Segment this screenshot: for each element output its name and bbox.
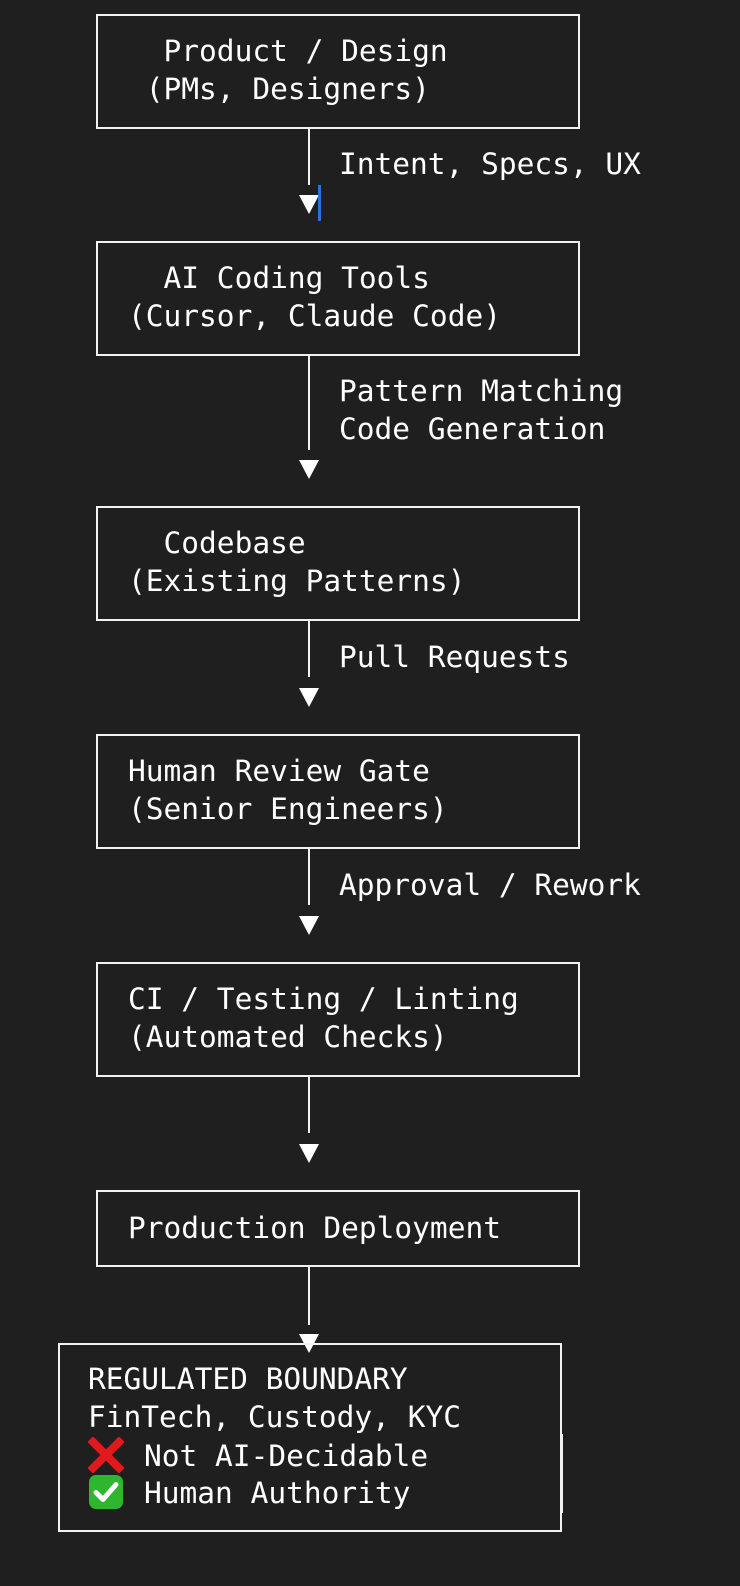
- node-production-deployment-line-1: Production Deployment: [128, 1211, 501, 1245]
- node-codebase-line-1: Codebase: [128, 526, 306, 560]
- edge-connector: [308, 129, 310, 185]
- box-border-artifact: [561, 1434, 563, 1513]
- regulated-boundary-title: REGULATED BOUNDARY: [88, 1362, 408, 1396]
- green-check-icon: [88, 1474, 124, 1510]
- text-cursor: [318, 185, 321, 221]
- regulated-boundary-subtitle: FinTech, Custody, KYC: [88, 1400, 461, 1434]
- node-ai-coding-tools-line-2: (Cursor, Claude Code): [128, 299, 501, 333]
- edge-connector: [308, 849, 310, 905]
- regulated-boundary-not-ai-decidable: Not AI-Decidable: [87, 1436, 429, 1475]
- node-human-review-gate-line-2: (Senior Engineers): [128, 792, 448, 826]
- node-ci-testing-linting-line-2: (Automated Checks): [128, 1020, 448, 1054]
- node-product-design-line-1: Product / Design: [128, 34, 448, 68]
- node-product-design-line-2: (PMs, Designers): [128, 72, 430, 106]
- regulated-boundary-human-authority: Human Authority: [88, 1474, 410, 1512]
- edge-label-pull-requests: Pull Requests: [339, 640, 570, 674]
- node-production-deployment: [96, 1190, 580, 1267]
- arrowhead-down-icon: [299, 460, 319, 479]
- node-codebase-line-2: (Existing Patterns): [128, 564, 466, 598]
- node-human-review-gate-line-1: Human Review Gate: [128, 754, 430, 788]
- edge-connector: [308, 621, 310, 677]
- edge-connector: [308, 356, 310, 450]
- arrowhead-down-icon: [299, 1144, 319, 1163]
- node-ci-testing-linting-line-1: CI / Testing / Linting: [128, 982, 519, 1016]
- node-ai-coding-tools: [96, 241, 580, 356]
- edge-label-pattern-matching: Pattern Matching: [339, 374, 624, 408]
- arrowhead-down-icon: [299, 195, 319, 214]
- edge-connector: [308, 1267, 310, 1325]
- node-codebase: [96, 506, 580, 621]
- arrowhead-down-icon: [299, 916, 319, 935]
- human-authority-text: Human Authority: [144, 1476, 411, 1510]
- edge-label-code-generation: Code Generation: [339, 412, 606, 446]
- node-human-review-gate: [96, 734, 580, 849]
- node-product-design: [96, 14, 580, 129]
- edge-label-intent-specs-ux: Intent, Specs, UX: [339, 147, 641, 181]
- not-ai-decidable-text: Not AI-Decidable: [144, 1439, 429, 1473]
- node-ci-testing-linting: [96, 962, 580, 1077]
- edge-connector: [308, 1077, 310, 1133]
- edge-label-approval-rework: Approval / Rework: [339, 868, 641, 902]
- node-ai-coding-tools-line-1: AI Coding Tools: [128, 261, 430, 295]
- arrowhead-down-icon: [299, 688, 319, 707]
- red-cross-icon: [87, 1436, 125, 1474]
